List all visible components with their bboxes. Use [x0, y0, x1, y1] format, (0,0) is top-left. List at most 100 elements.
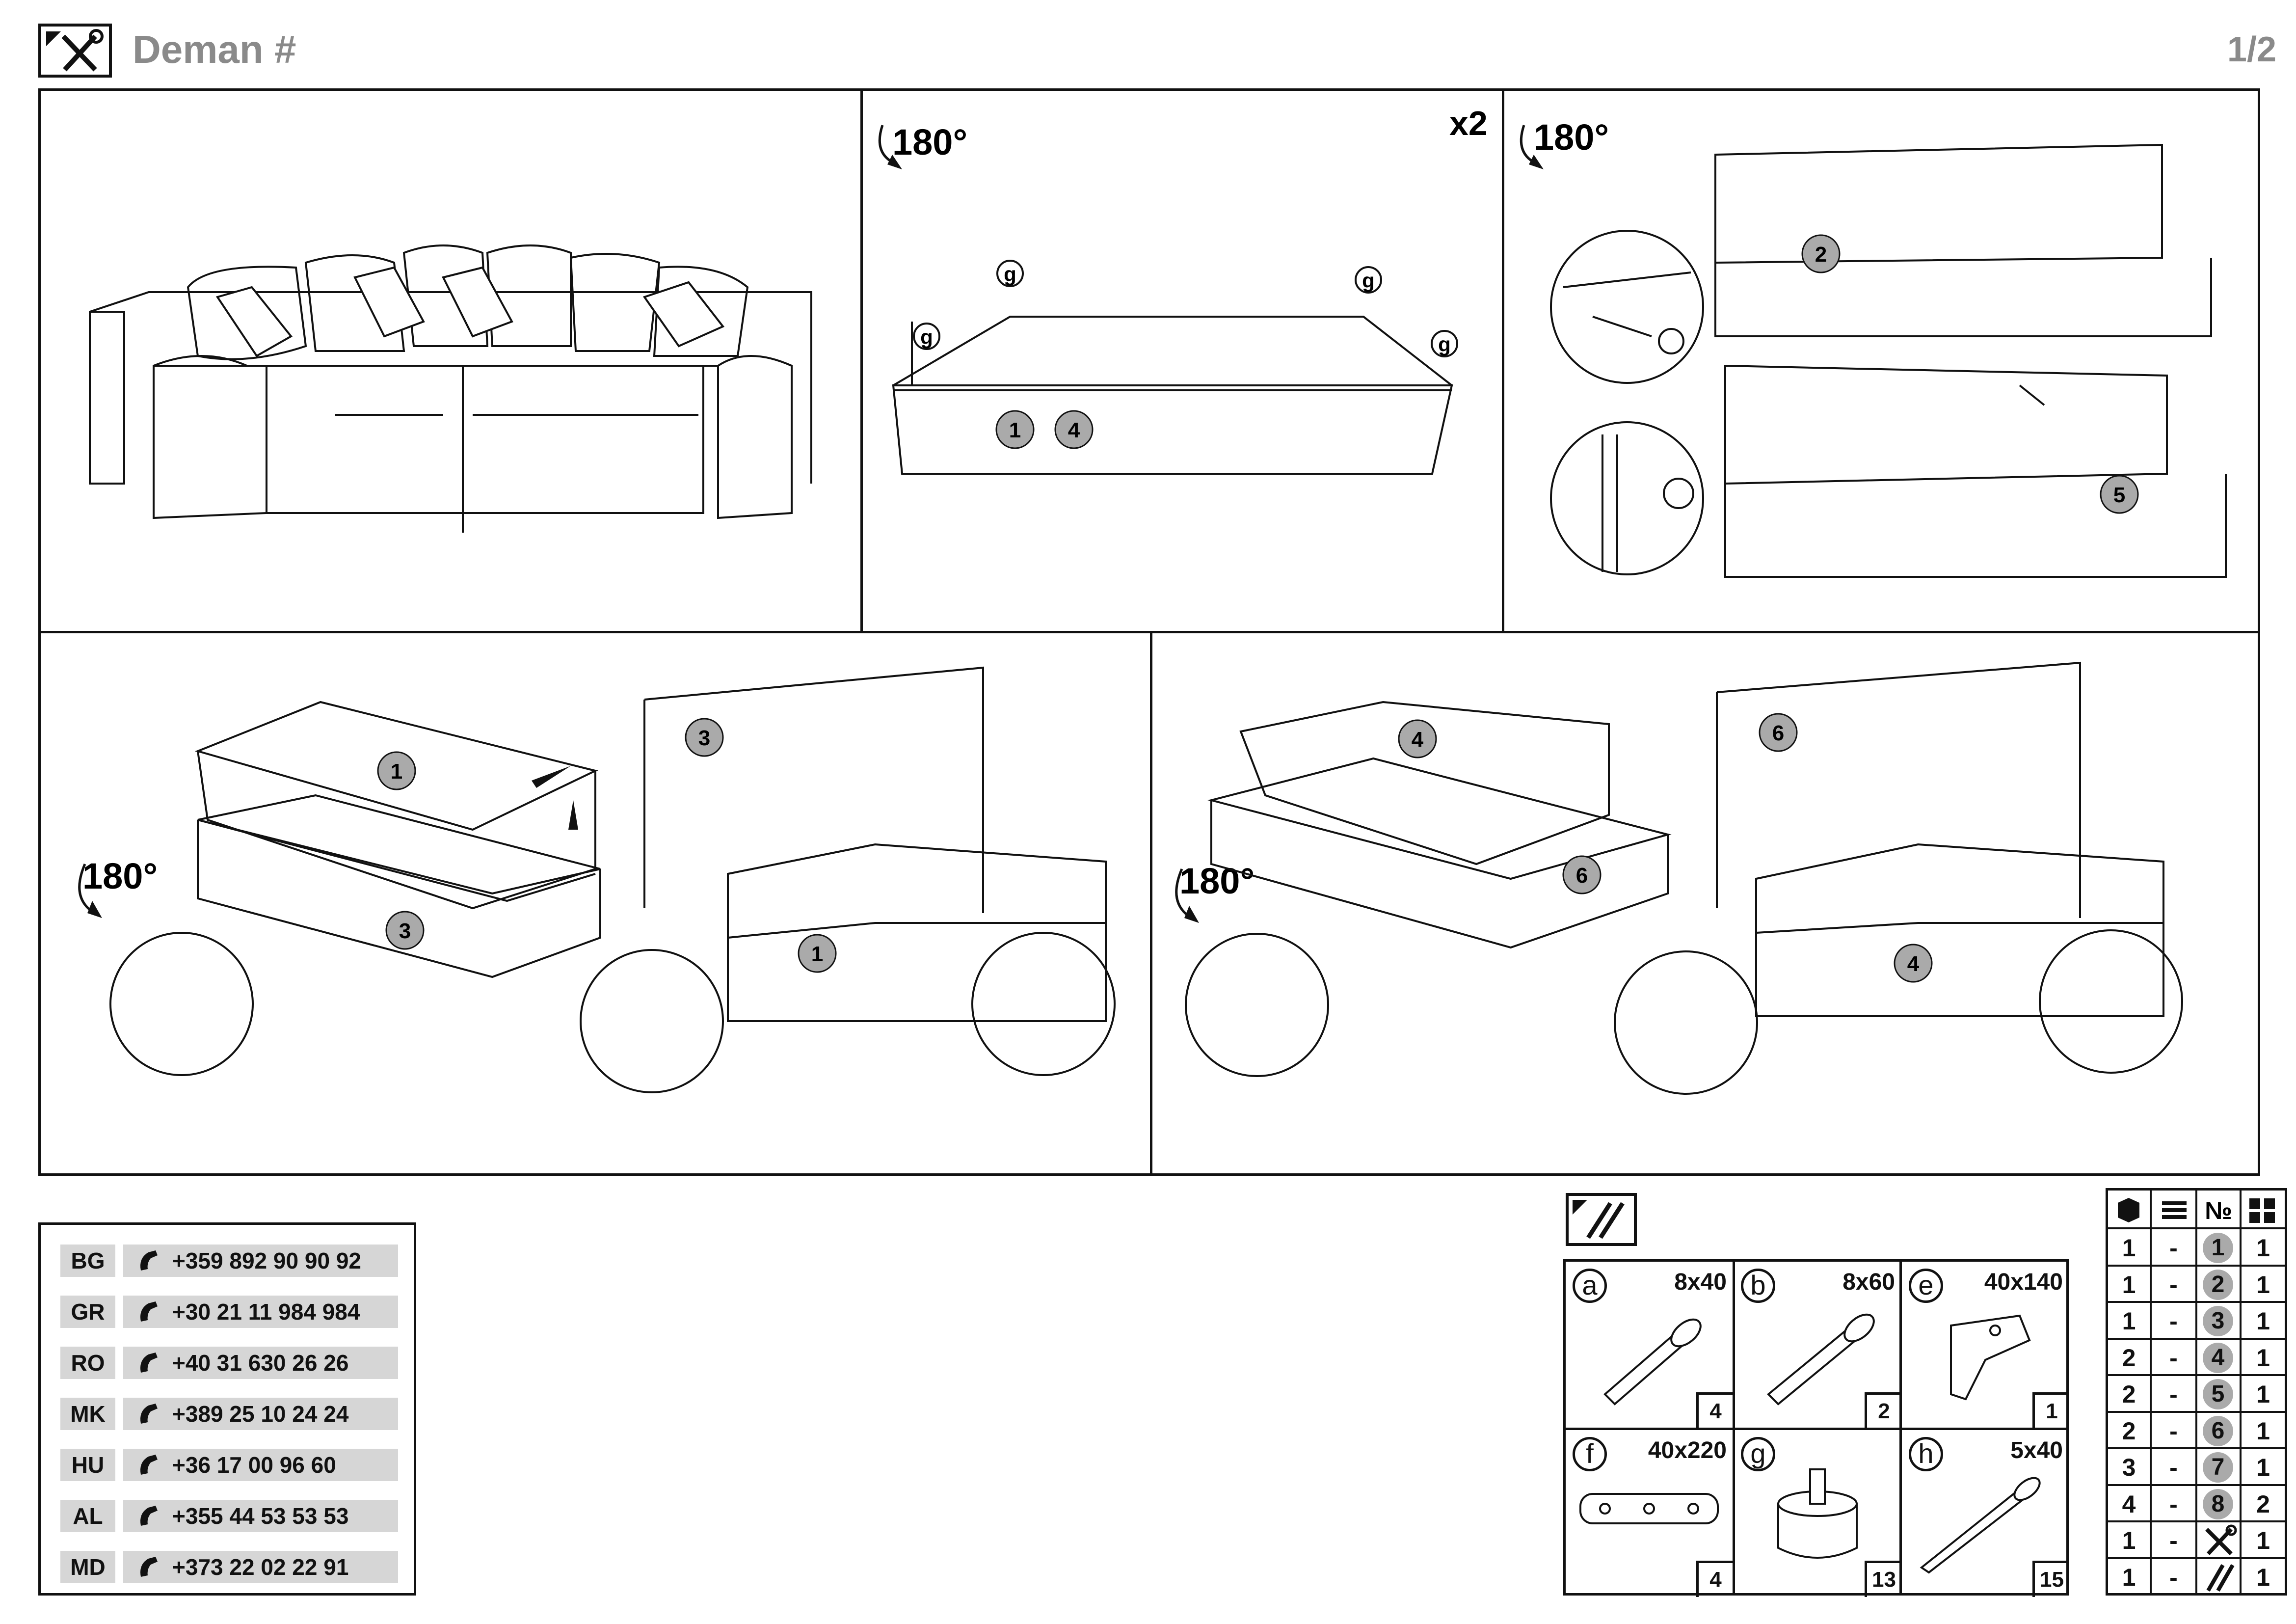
parts-table-row: 1-1	[2108, 1559, 2285, 1596]
hardware-item-b: b 8x60 2	[1734, 1262, 1901, 1429]
sofa-illustration	[89, 244, 812, 533]
hardware-item-g: g 13	[1734, 1430, 1901, 1597]
bracket-icon	[1950, 1314, 2031, 1401]
phone-number: +359 892 90 90 92	[123, 1245, 398, 1277]
dash: -	[2169, 1271, 2178, 1299]
tools-icon	[38, 24, 112, 78]
svg-text:5: 5	[2113, 483, 2125, 507]
hardware-item-h: h 5x40 15	[1902, 1430, 2069, 1597]
foot-icon	[1777, 1468, 1858, 1559]
part-number-badge: 8	[2203, 1489, 2233, 1519]
quantity: 1	[2256, 1271, 2270, 1299]
phone-icon	[140, 1301, 158, 1322]
detail-hinge-circle	[2039, 929, 2183, 1074]
contact-phone-table: BG +359 892 90 90 92 GR +30 21 11 984 98…	[38, 1222, 416, 1596]
detail-hinge-circle	[971, 932, 1116, 1076]
phone-icon	[140, 1506, 158, 1526]
part-number-badge: 4	[2203, 1342, 2233, 1373]
quantity: 1	[2256, 1417, 2270, 1445]
svg-text:1: 1	[391, 759, 402, 784]
box-icon	[2118, 1198, 2139, 1222]
foot-callouts: g g g g	[913, 260, 1458, 357]
hardware-item-f: f 40x220 4	[1566, 1430, 1733, 1597]
quantity: 1	[2256, 1454, 2270, 1481]
quantity: 2	[2256, 1490, 2270, 1518]
stack-icon	[2162, 1201, 2187, 1219]
hardware-pack-icon	[1566, 1193, 1637, 1246]
number-sign: №	[2205, 1197, 2232, 1224]
phone-icon	[140, 1250, 158, 1271]
part-number-badge: 2	[2203, 1269, 2233, 1300]
wood-screw-icon	[1920, 1477, 2041, 1574]
tools-icon	[2205, 1524, 2237, 1555]
svg-text:180°: 180°	[1179, 861, 1255, 901]
detail-screwdriver-circle	[1550, 230, 1704, 384]
svg-text:g: g	[920, 325, 933, 349]
svg-text:g: g	[1362, 269, 1375, 292]
svg-text:4: 4	[1412, 728, 1424, 752]
hardware-pack-icon	[2206, 1564, 2235, 1592]
box-count: 1	[2122, 1307, 2136, 1335]
part-badges: 1 3 3 1	[377, 718, 837, 973]
svg-text:g: g	[1438, 333, 1451, 356]
quantity: 1	[2256, 1234, 2270, 1262]
grid-icon	[2249, 1198, 2275, 1223]
panel-step-assembly-right: 180° 4 6 6 4	[1150, 631, 2260, 1176]
screw-icon	[1767, 1313, 1875, 1406]
part-badges: 4 6 6 4	[1398, 713, 1933, 983]
svg-text:3: 3	[399, 919, 411, 943]
phone-icon	[140, 1404, 158, 1424]
part-number-badge: 1	[2203, 1233, 2233, 1263]
part-badges: 2 5	[1801, 234, 2139, 514]
box-count: 4	[2122, 1490, 2136, 1518]
quantity: 1	[2256, 1563, 2270, 1591]
svg-text:2: 2	[1815, 243, 1827, 267]
box-count: 2	[2122, 1417, 2136, 1445]
phone-icon	[140, 1557, 158, 1577]
part-number-badge: 3	[2203, 1306, 2233, 1336]
dash: -	[2169, 1490, 2178, 1518]
phone-icon	[140, 1455, 158, 1475]
box-count: 1	[2122, 1234, 2136, 1262]
box-count: 1	[2122, 1527, 2136, 1554]
detail-screwdriver-circle	[1550, 421, 1704, 575]
svg-text:3: 3	[698, 726, 710, 750]
detail-hinge-circle	[109, 932, 254, 1076]
svg-text:1: 1	[811, 942, 823, 966]
part-number-badge: 5	[2203, 1379, 2233, 1409]
detail-hinge-circle	[580, 949, 724, 1093]
country-code: BG	[60, 1245, 115, 1277]
parts-table-row: 1-1	[2108, 1522, 2285, 1559]
svg-text:g: g	[1004, 263, 1016, 286]
svg-text:6: 6	[1576, 864, 1588, 888]
dash: -	[2169, 1307, 2178, 1335]
dash: -	[2169, 1344, 2178, 1372]
svg-text:4: 4	[1907, 952, 1920, 976]
panel-step-assembly-left: 180° 1 3 3 1	[38, 631, 1152, 1176]
part-number-badge: 7	[2203, 1452, 2233, 1483]
dash: -	[2169, 1380, 2178, 1408]
box-count: 1	[2122, 1563, 2136, 1591]
phone-icon	[140, 1353, 158, 1373]
rotation-label: 180°	[892, 122, 967, 162]
detail-hinge-circle	[1185, 933, 1329, 1077]
quantity: 1	[2256, 1527, 2270, 1554]
box-count: 2	[2122, 1344, 2136, 1372]
screw-icon	[1603, 1318, 1702, 1406]
box-count: 3	[2122, 1454, 2136, 1481]
box-count: 2	[2122, 1380, 2136, 1408]
detail-hinge-circle	[1614, 950, 1758, 1095]
svg-text:180°: 180°	[1534, 117, 1609, 158]
page-number: 1/2	[2227, 30, 2276, 69]
parts-table-header: №	[2118, 1197, 2275, 1224]
hardware-grid: a 8x40 4 b 8x60 2 e 40x140 1 f 40x220 4 …	[1563, 1259, 2069, 1597]
svg-text:4: 4	[1068, 418, 1080, 442]
